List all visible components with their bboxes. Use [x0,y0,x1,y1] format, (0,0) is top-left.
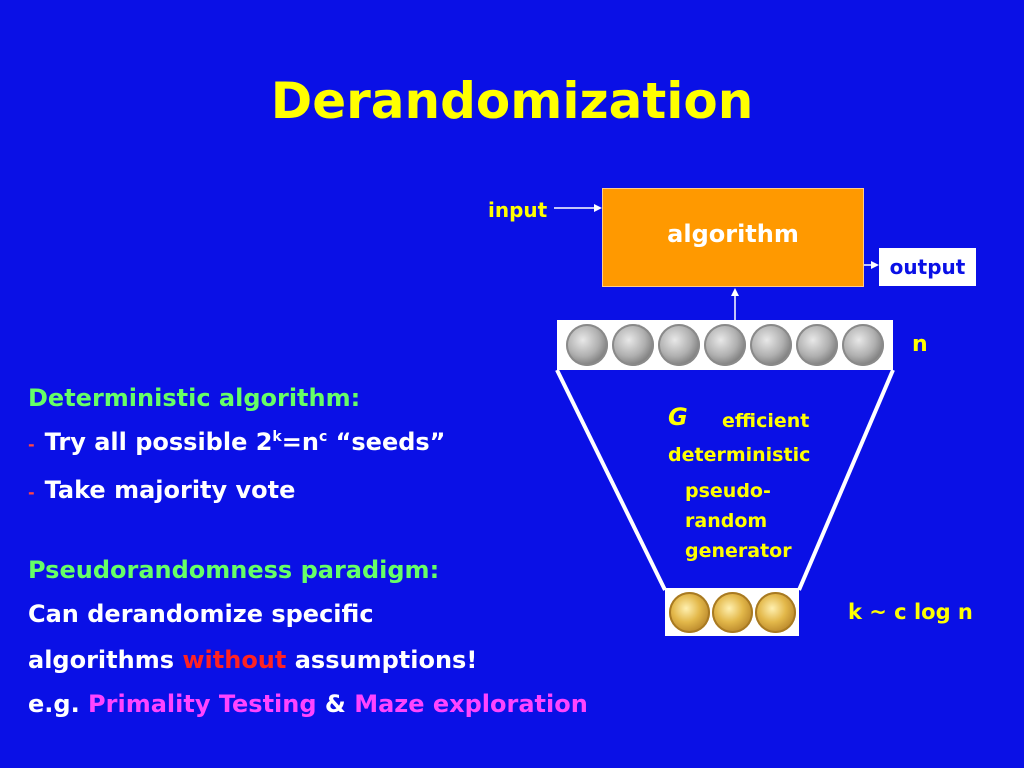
silver-coin-icon [566,324,608,366]
generator-text-pseudo: pseudo- [685,480,771,502]
slide-title: Derandomization [270,72,754,130]
input-label: input [488,198,548,222]
maze-exploration-example: Maze exploration [354,690,588,718]
generator-text-deterministic: deterministic [668,444,811,466]
gold-coin-icon [711,591,753,633]
algorithm-box: algorithm [602,188,864,287]
gold-coin-icon [754,591,796,633]
generator-text-random: random [685,510,768,532]
bullet-try-seeds: -Try all possible 2k=nc “seeds” [28,428,446,456]
bullet-majority-vote: -Take majority vote [28,476,296,504]
funnel-left-edge [555,369,667,591]
bullet-dash: - [28,435,35,454]
bullet-dash: - [28,483,35,502]
paradigm-line-1: Can derandomize specific [28,600,374,628]
silver-coin-icon [750,324,792,366]
input-arrow-head [594,204,602,212]
funnel-right-edge [797,369,895,591]
primality-testing-example: Primality Testing [88,690,317,718]
gold-coin-icon [668,591,710,633]
paradigm-heading: Pseudorandomness paradigm: [28,556,440,584]
output-label: output [889,255,966,279]
paradigm-line-2: algorithms without assumptions! [28,646,478,674]
without-highlight: without [182,646,287,674]
generator-text-efficient: efficient [722,410,810,432]
generator-text-generator: generator [685,540,792,562]
silver-coin-icon [658,324,700,366]
silver-coin-icon [842,324,884,366]
silver-coin-icon [796,324,838,366]
random-bits-arrow-head [731,288,739,296]
output-arrow-head [871,261,879,269]
n-label: n [912,332,928,357]
seed-length-label: k ~ c log n [848,600,973,624]
output-box: output [879,248,976,286]
generator-letter: G [668,403,688,431]
silver-coin-icon [704,324,746,366]
random-coins-strip [557,320,893,370]
seed-coins-strip [665,588,799,636]
paradigm-line-3: e.g. Primality Testing & Maze exploratio… [28,690,588,718]
deterministic-heading: Deterministic algorithm: [28,384,361,412]
silver-coin-icon [612,324,654,366]
algorithm-label: algorithm [667,219,799,248]
